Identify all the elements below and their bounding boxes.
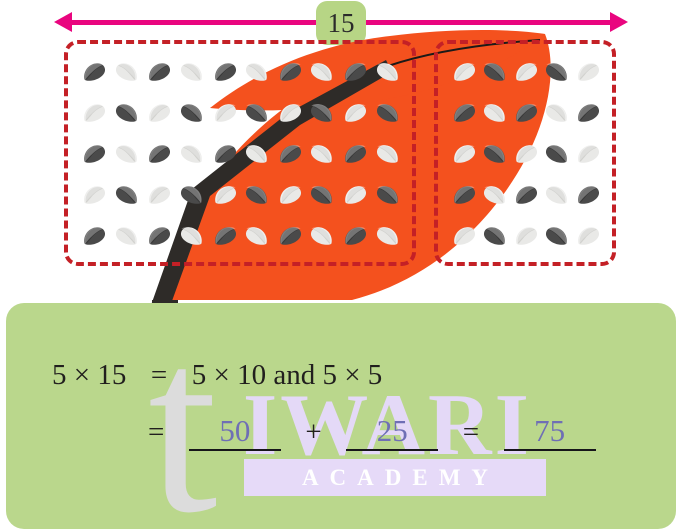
seed-item — [306, 52, 339, 93]
seed-item — [339, 174, 372, 215]
seed-item — [448, 52, 479, 93]
seed-item — [371, 174, 404, 215]
seed-item — [306, 174, 339, 215]
seed-item — [111, 52, 144, 93]
seed-item — [208, 93, 241, 134]
seed-item — [78, 215, 111, 256]
seed-item — [371, 134, 404, 175]
group-box-ones — [434, 40, 616, 266]
seed-item — [208, 52, 241, 93]
seed-item — [448, 174, 479, 215]
seed-item — [78, 52, 111, 93]
seed-item — [306, 134, 339, 175]
seed-item — [371, 93, 404, 134]
group-box-tens — [64, 40, 416, 266]
seed-item — [510, 215, 541, 256]
measurement-arrow: 15 — [0, 0, 682, 45]
answer-blank-2[interactable]: 25 — [346, 413, 439, 451]
seed-item — [448, 215, 479, 256]
seed-item — [339, 93, 372, 134]
seed-item — [78, 134, 111, 175]
seed-grid-tens — [78, 52, 404, 256]
seed-item — [208, 174, 241, 215]
seed-item — [339, 52, 372, 93]
seed-item — [208, 215, 241, 256]
seed-item — [573, 134, 604, 175]
seed-item — [143, 215, 176, 256]
seed-item — [274, 215, 307, 256]
seed-item — [176, 93, 209, 134]
seed-item — [241, 134, 274, 175]
length-label: 15 — [316, 1, 366, 45]
seed-item — [573, 93, 604, 134]
seed-item — [510, 52, 541, 93]
seed-item — [143, 52, 176, 93]
seed-item — [448, 93, 479, 134]
seed-item — [274, 134, 307, 175]
eq-left-expression: 5 × 15 — [52, 359, 127, 391]
seed-item — [479, 52, 510, 93]
eq-right-expression: 5 × 10 and 5 × 5 — [191, 359, 383, 391]
answer-blank-1[interactable]: 50 — [188, 413, 281, 451]
eq-plus: + — [305, 416, 322, 448]
equation-line-2: = 50 + 25 = 75 — [148, 413, 596, 451]
seed-item — [143, 134, 176, 175]
seed-item — [371, 215, 404, 256]
seed-item — [542, 174, 573, 215]
seed-grid-ones — [448, 52, 604, 256]
seed-item — [479, 215, 510, 256]
seed-item — [176, 174, 209, 215]
seed-item — [176, 134, 209, 175]
seed-item — [208, 134, 241, 175]
seed-item — [542, 52, 573, 93]
seed-item — [274, 93, 307, 134]
seed-item — [241, 174, 274, 215]
seed-item — [573, 52, 604, 93]
seed-item — [479, 93, 510, 134]
seed-item — [339, 134, 372, 175]
seed-item — [371, 52, 404, 93]
seed-item — [111, 215, 144, 256]
seed-item — [111, 93, 144, 134]
seed-item — [306, 93, 339, 134]
seed-item — [573, 215, 604, 256]
seed-item — [274, 52, 307, 93]
equation-block: 5 × 15 = 5 × 10 and 5 × 5 = 50 + 25 = 75 — [0, 345, 682, 476]
seed-item — [176, 215, 209, 256]
seed-item — [111, 174, 144, 215]
arrow-right-head-icon — [610, 12, 628, 32]
seed-item — [479, 134, 510, 175]
eq-equals-2: = — [148, 416, 165, 448]
seed-item — [306, 215, 339, 256]
seed-item — [143, 174, 176, 215]
answer-blank-3[interactable]: 75 — [503, 413, 596, 451]
seed-item — [274, 174, 307, 215]
seed-item — [448, 134, 479, 175]
seed-item — [111, 134, 144, 175]
equation-line-1: 5 × 15 = 5 × 10 and 5 × 5 — [52, 359, 382, 392]
eq-equals-3: = — [462, 416, 480, 448]
seed-item — [510, 93, 541, 134]
seed-item — [176, 52, 209, 93]
seed-item — [510, 134, 541, 175]
seed-item — [479, 174, 510, 215]
seed-item — [78, 174, 111, 215]
seed-item — [573, 174, 604, 215]
seed-item — [143, 93, 176, 134]
seed-item — [78, 93, 111, 134]
eq-equals-1: = — [150, 359, 168, 391]
seed-item — [241, 93, 274, 134]
seed-item — [510, 174, 541, 215]
arrow-left-head-icon — [54, 12, 72, 32]
seed-item — [339, 215, 372, 256]
seed-item — [542, 215, 573, 256]
seed-item — [241, 215, 274, 256]
seed-item — [542, 93, 573, 134]
seed-item — [542, 134, 573, 175]
seed-item — [241, 52, 274, 93]
